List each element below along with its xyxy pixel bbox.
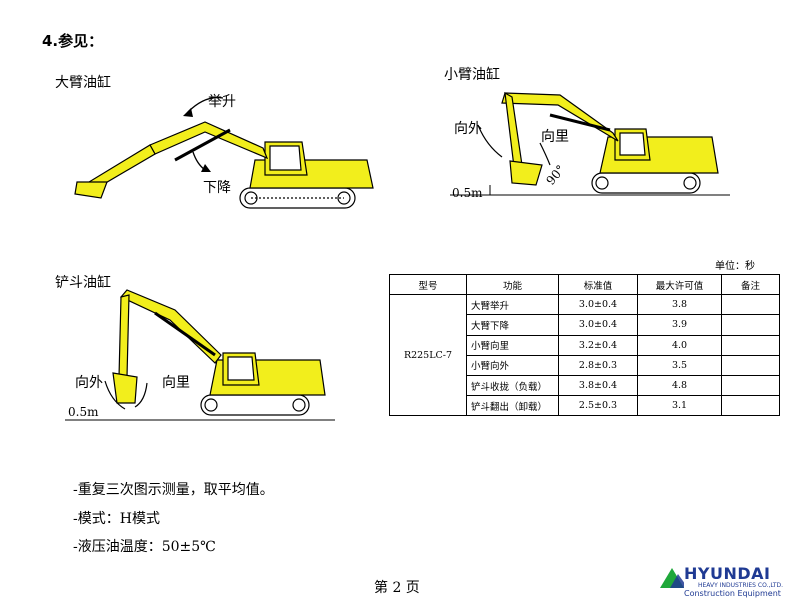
- bucket-caption: 铲斗油缸: [55, 275, 111, 291]
- note-mode: -模式：H模式: [73, 511, 160, 527]
- boom-up-label: 举升: [208, 94, 236, 110]
- boom-down-label: 下降: [203, 180, 231, 196]
- standard-cell: 3.0±0.4: [558, 294, 638, 316]
- note-cell: [721, 374, 780, 397]
- arm-in-arrow-icon: [539, 142, 551, 166]
- boom-excavator-diagram: [74, 96, 374, 209]
- standard-cell: 2.8±0.3: [558, 354, 638, 376]
- bucket-in-label: 向里: [162, 375, 190, 391]
- arm-out-label: 向外: [454, 121, 482, 137]
- header-note: 备注: [721, 273, 780, 296]
- boom-caption: 大臂油缸: [55, 75, 111, 91]
- arm-height-label: 0.5m: [452, 186, 483, 200]
- max-cell: 3.1: [637, 395, 722, 417]
- bucket-height-label: 0.5m: [68, 405, 99, 419]
- bucket-out-label: 向外: [75, 375, 103, 391]
- page-number: 第 2 页: [374, 580, 420, 596]
- model-cell: R225LC-7: [389, 294, 467, 417]
- note-cell: [721, 354, 780, 376]
- standard-cell: 3.8±0.4: [558, 374, 638, 397]
- max-cell: 3.9: [637, 314, 722, 336]
- spec-table: 型号 功能 标准值 最大许可值 备注 R225LC-7 大臂举升 3.0±0.4…: [389, 273, 780, 417]
- max-cell: 3.8: [637, 294, 722, 316]
- max-cell: 4.0: [637, 334, 722, 356]
- down-arrow-icon: [192, 151, 206, 171]
- table-row: 铲斗收拢（负载） 3.8±0.4 4.8: [390, 374, 780, 397]
- note-repeat: -重复三次图示测量，取平均值。: [73, 482, 274, 498]
- note-temperature: -液压油温度：50±5℃: [73, 539, 216, 555]
- standard-cell: 3.2±0.4: [558, 334, 638, 356]
- bucket-out-arrow-icon: [104, 380, 126, 410]
- hyundai-logo: HYUNDAI HEAVY INDUSTRIES CO.,LTD. Constr…: [660, 566, 792, 598]
- function-cell: 铲斗翻出（卸载）: [466, 395, 559, 417]
- table-row: 铲斗翻出（卸载） 2.5±0.3 3.1: [390, 395, 780, 417]
- table-row: R225LC-7 大臂举升 3.0±0.4 3.8: [389, 294, 780, 417]
- note-cell: [721, 395, 780, 417]
- boom-machine: [74, 121, 374, 209]
- standard-cell: 2.5±0.3: [558, 395, 638, 417]
- standard-cell: 3.0±0.4: [558, 314, 638, 336]
- table-header-row: 型号 功能 标准值 最大许可值 备注: [389, 273, 780, 296]
- table-row: 小臂向外 2.8±0.3 3.5: [390, 354, 780, 376]
- note-cell: [721, 314, 780, 336]
- function-cell: 小臂向外: [466, 354, 559, 376]
- arm-in-label: 向里: [541, 129, 569, 145]
- logo-line1: HEAVY INDUSTRIES CO.,LTD.: [698, 582, 784, 589]
- section-heading: 4.参见：: [42, 32, 104, 50]
- function-cell: 铲斗收拢（负载）: [466, 374, 559, 397]
- bucket-excavator-diagram: [65, 289, 335, 421]
- logo-line2: Construction Equipment: [684, 589, 781, 598]
- logo-brand: HYUNDAI: [684, 564, 771, 583]
- arm-caption: 小臂油缸: [444, 67, 500, 83]
- table-row: 小臂向里 3.2±0.4 4.0: [390, 334, 780, 356]
- header-model: 型号: [389, 273, 467, 296]
- unit-label: 单位：秒: [715, 261, 755, 272]
- arm-excavator-diagram: [450, 91, 730, 196]
- max-cell: 4.8: [637, 374, 722, 397]
- function-cell: 小臂向里: [466, 334, 559, 356]
- function-cell: 大臂下降: [466, 314, 559, 336]
- header-max: 最大许可值: [637, 273, 722, 296]
- header-function: 功能: [466, 273, 559, 296]
- arm-out-arrow-icon: [477, 124, 503, 158]
- max-cell: 3.5: [637, 354, 722, 376]
- triangle-logo-icon: [660, 568, 684, 588]
- note-cell: [721, 294, 780, 316]
- header-standard: 标准值: [558, 273, 638, 296]
- note-cell: [721, 334, 780, 356]
- function-cell: 大臂举升: [466, 294, 559, 316]
- bucket-in-arrow-icon: [134, 382, 148, 408]
